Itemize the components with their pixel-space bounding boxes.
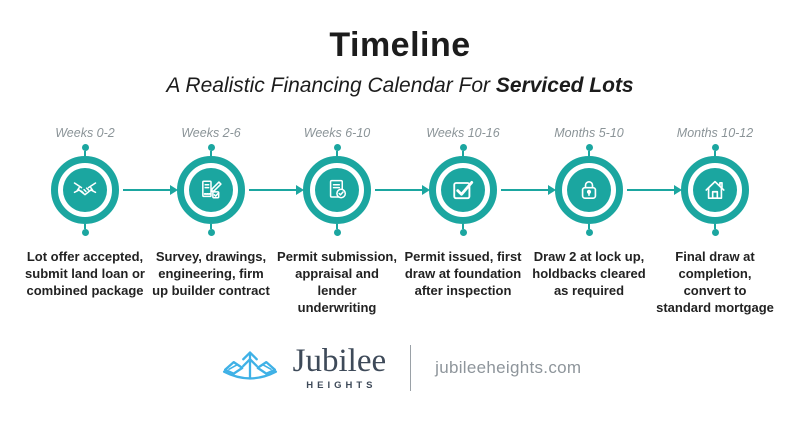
connector-dot [585,144,593,151]
step-description: Lot offer accepted, submit land loan or … [25,249,145,298]
blueprint-pencil-icon [189,168,233,212]
connector-line [210,224,212,229]
step-description: Draw 2 at lock up, holdbacks cleared as … [532,249,646,298]
subtitle-regular-text: A Realistic Financing Calendar For [166,74,496,97]
connector-dot [207,144,215,151]
document-check-icon [315,168,359,212]
timeline-node [22,144,148,236]
period-label: Weeks 0-2 [55,126,115,140]
timeline-node [652,144,778,236]
connector-dot [711,144,719,151]
connector-line [588,224,590,229]
timeline-nodes [0,144,800,236]
timeline-arrow [249,185,304,195]
brand-wordmark: Jubilee HEIGHTS [292,342,387,391]
connector-line [462,224,464,229]
brand-name: Jubilee [292,342,387,379]
connector-dot [207,229,215,236]
connector-line [714,224,716,229]
connector-line [714,151,716,156]
checkbox-icon [441,168,485,212]
connector-dot [711,229,719,236]
step-circle [303,156,371,224]
timeline-node [148,144,274,236]
period-label: Weeks 2-6 [181,126,241,140]
step-circle [681,156,749,224]
connector-dot [333,144,341,151]
page-title: Timeline [329,26,471,64]
step-description: Final draw at completion, convert to sta… [656,249,774,315]
timeline-node [400,144,526,236]
period-label: Weeks 6-10 [303,126,371,140]
jubilee-mountains-logo-icon [219,342,281,393]
step-circle [51,156,119,224]
step-description: Permit issued, first draw at foundation … [404,249,522,298]
step-circle [555,156,623,224]
brand-footer: Jubilee HEIGHTS jubileeheights.com [0,342,800,393]
connector-dot [585,229,593,236]
period-label: Months 10-12 [676,126,754,140]
timeline-arrow [375,185,430,195]
infographic-header: Timeline A Realistic Financing Calendar … [0,0,800,98]
connector-line [210,151,212,156]
timeline-node [526,144,652,236]
connector-dot [333,229,341,236]
step-description: Survey, drawings, engineering, firm up b… [152,249,270,298]
step-circle [429,156,497,224]
padlock-icon [567,168,611,212]
timeline-descriptions: Lot offer accepted, submit land loan or … [0,248,800,316]
connector-dot [81,229,89,236]
subtitle-emphasis-text: Serviced Lots [495,74,634,97]
footer-divider [410,344,412,391]
period-label: Months 5-10 [554,126,624,140]
house-icon [693,168,737,212]
connector-line [588,151,590,156]
handshake-icon [63,168,107,212]
step-description: Permit submission, appraisal and lender … [277,249,397,315]
connector-dot [81,144,89,151]
timeline-arrow [123,185,178,195]
connector-line [84,151,86,156]
timeline-node [274,144,400,236]
timeline-arrow [627,185,682,195]
connector-dot [459,144,467,151]
step-circle [177,156,245,224]
timeline-arrow [501,185,556,195]
connector-line [84,224,86,229]
brand-tagline: HEIGHTS [306,379,377,391]
connector-dot [459,229,467,236]
connector-line [462,151,464,156]
connector-line [336,151,338,156]
connector-line [336,224,338,229]
website-url: jubileeheights.com [435,357,582,377]
page-subtitle: A Realistic Financing Calendar For Servi… [0,74,800,98]
period-label: Weeks 10-16 [426,126,500,140]
timeline-period-labels: Weeks 0-2 Weeks 2-6 Weeks 6-10 Weeks 10-… [0,126,800,140]
